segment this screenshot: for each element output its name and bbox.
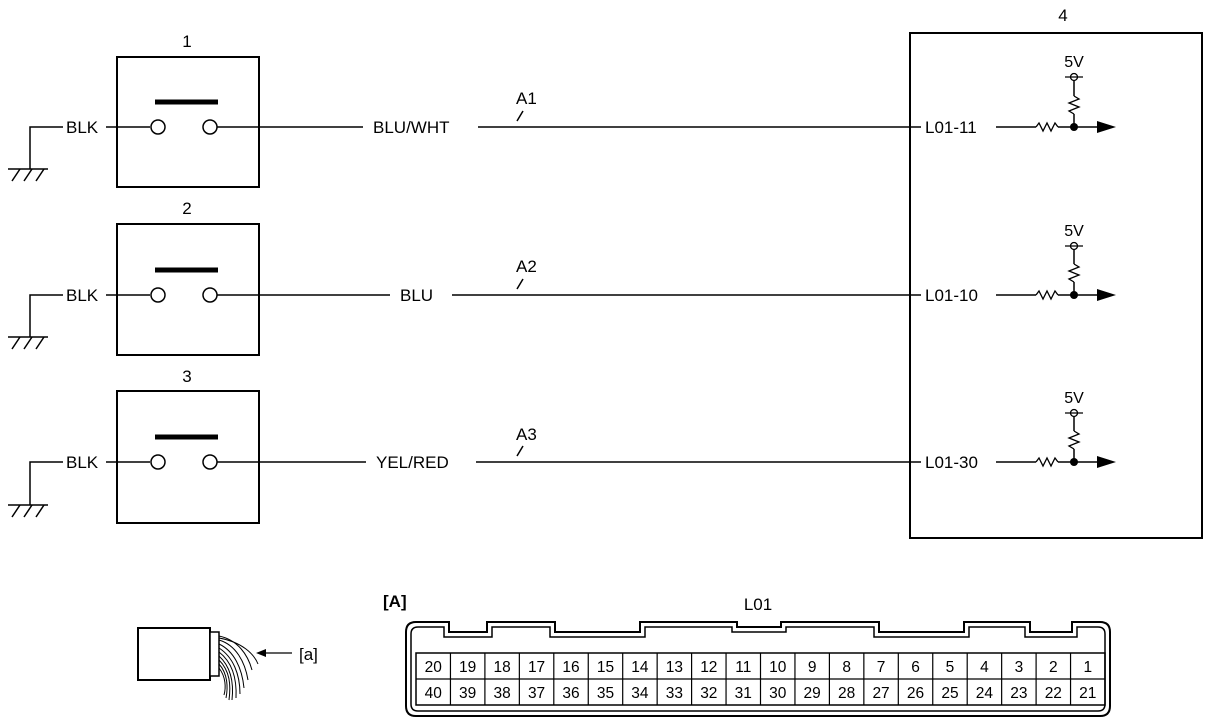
switch-circuit-2: BLK 2 BLU A2 L01-10 5V [8, 199, 1116, 356]
pin-number: 20 [425, 659, 443, 676]
pin-number: 25 [941, 685, 958, 702]
ground-wire-label: BLK [66, 453, 99, 472]
pin-number: 40 [425, 685, 443, 702]
pin-number: 30 [769, 685, 787, 702]
ground-wire-label: BLK [66, 286, 99, 305]
control-module: 4 [909, 6, 1203, 539]
switch-box [116, 223, 260, 356]
pin-number: 19 [459, 659, 476, 676]
wire-color-label: BLU/WHT [373, 118, 450, 137]
switch-number: 3 [182, 367, 191, 386]
pin-number: 29 [804, 685, 821, 702]
circuit-id: A2 [516, 257, 537, 276]
pin-number: 35 [597, 685, 614, 702]
switch-terminal-right [202, 454, 218, 470]
harness-wires [218, 635, 259, 701]
pin-number: 23 [1010, 685, 1027, 702]
connector-view-label: [A] [383, 592, 407, 611]
ground-wire-label: BLK [66, 118, 99, 137]
circuit-id: A3 [516, 425, 537, 444]
connector-body [137, 627, 211, 681]
pin-number: 4 [980, 659, 989, 676]
pin-number: 5 [946, 659, 955, 676]
pin-number: 1 [1083, 659, 1092, 676]
input-resistor [1035, 121, 1059, 133]
pin-number: 26 [907, 685, 924, 702]
pin-number: 27 [872, 685, 889, 702]
switch-circuit-1: BLK 1 BLU/WHT A1 L01-11 5V [8, 32, 1116, 188]
connector-collar [209, 631, 220, 677]
switch-terminal-left [150, 119, 166, 135]
pin-number: 31 [735, 685, 752, 702]
wire-color-label: YEL/RED [376, 453, 449, 472]
pin-number: 38 [494, 685, 511, 702]
signal-arrow [1097, 289, 1116, 301]
pin-number: 36 [562, 685, 579, 702]
input-resistor [1035, 289, 1059, 301]
terminal-label: L01-30 [925, 453, 978, 472]
pin-number: 14 [631, 659, 649, 676]
wire-color-label: BLU [400, 286, 433, 305]
pullup-resistor [1067, 430, 1081, 450]
supply-voltage: 5V [1064, 390, 1084, 407]
harness-connector-illustration: [a] [137, 627, 318, 701]
switch-number: 2 [182, 199, 191, 218]
signal-arrow [1097, 121, 1116, 133]
supply-voltage: 5V [1064, 54, 1084, 71]
pin-number: 3 [1015, 659, 1024, 676]
ground-symbol [8, 126, 63, 182]
pin-number: 37 [528, 685, 545, 702]
input-resistor [1035, 456, 1059, 468]
pin-number: 13 [666, 659, 683, 676]
pin-number: 24 [976, 685, 994, 702]
pin-number: 11 [735, 659, 751, 676]
connector-outline-inner [410, 626, 1106, 712]
switch-terminal-left [150, 287, 166, 303]
switch-terminal-left [150, 454, 166, 470]
pin-number: 7 [877, 659, 886, 676]
connector-name: L01 [744, 595, 772, 614]
pin-number: 32 [700, 685, 717, 702]
switch-box [116, 390, 260, 524]
pin-number: 10 [769, 659, 787, 676]
terminal-label: L01-11 [925, 118, 977, 137]
module-number: 4 [1058, 6, 1067, 25]
switch-box [116, 56, 260, 188]
pin-number: 16 [562, 659, 579, 676]
switch-number: 1 [182, 32, 191, 51]
supply-voltage: 5V [1064, 223, 1084, 240]
pin-number: 8 [842, 659, 851, 676]
signal-arrow [1097, 456, 1116, 468]
pin-number: 2 [1049, 659, 1058, 676]
pin-number: 6 [911, 659, 920, 676]
connector-outline-outer [405, 621, 1111, 717]
switch-terminal-right [202, 287, 218, 303]
pullup-resistor [1067, 95, 1081, 115]
pin-number: 33 [666, 685, 683, 702]
pin-number: 12 [700, 659, 717, 676]
pin-number: 9 [808, 659, 817, 676]
pullup-resistor [1067, 263, 1081, 283]
circuit-id: A1 [516, 89, 537, 108]
ground-symbol [8, 294, 63, 350]
harness-callout: [a] [299, 645, 318, 664]
pin-number: 18 [494, 659, 511, 676]
pin-number: 34 [631, 685, 649, 702]
ground-symbol [8, 461, 63, 518]
pin-number: 28 [838, 685, 855, 702]
switch-circuit-3: BLK 3 YEL/RED A3 L01-30 5V [8, 367, 1116, 524]
switch-terminal-right [202, 119, 218, 135]
terminal-label: L01-10 [925, 286, 978, 305]
pin-number: 22 [1045, 685, 1062, 702]
pin-number: 39 [459, 685, 476, 702]
pin-number: 15 [597, 659, 614, 676]
pin-number: 17 [528, 659, 545, 676]
pin-number: 21 [1079, 685, 1096, 702]
